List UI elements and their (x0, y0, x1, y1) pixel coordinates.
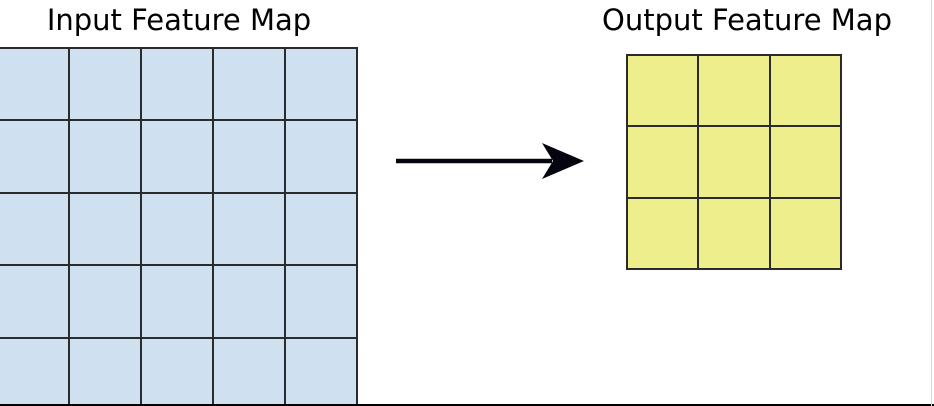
grid-cell (70, 266, 140, 337)
grid-cell (628, 127, 698, 197)
grid-cell (286, 193, 356, 265)
grid-cell (142, 193, 212, 265)
input-feature-map-grid (0, 47, 358, 406)
grid-cell (0, 338, 68, 406)
output-feature-map-grid (626, 54, 842, 270)
grid-cell (699, 198, 769, 268)
grid-cell (699, 127, 769, 197)
grid-cell (286, 266, 356, 337)
output-feature-map-title: Output Feature Map (602, 3, 892, 37)
grid-cell (0, 266, 68, 337)
grid-cell (770, 198, 840, 268)
grid-cell (142, 49, 212, 120)
grid-cell (70, 193, 140, 265)
grid-cell (142, 266, 212, 337)
grid-cell (70, 338, 140, 406)
grid-cell (699, 56, 769, 126)
grid-cell (0, 49, 68, 120)
grid-cell (214, 266, 284, 337)
grid-cell (214, 121, 284, 192)
grid-cell (214, 338, 284, 406)
grid-cell (142, 121, 212, 192)
input-feature-map-title: Input Feature Map (46, 3, 312, 37)
grid-cell (0, 121, 68, 192)
grid-cell (70, 121, 140, 192)
grid-cell (628, 56, 698, 126)
grid-cell (214, 49, 284, 120)
grid-cell (770, 127, 840, 197)
grid-cell (214, 193, 284, 265)
bottom-frame-rule (0, 404, 934, 406)
right-frame-rule (931, 0, 932, 406)
grid-cell (0, 193, 68, 265)
grid-cell (142, 338, 212, 406)
grid-cell (770, 56, 840, 126)
grid-cell (286, 49, 356, 120)
transformation-arrow-icon (396, 143, 584, 179)
grid-cell (286, 121, 356, 192)
grid-cell (286, 338, 356, 406)
grid-cell (70, 49, 140, 120)
grid-cell (628, 198, 698, 268)
